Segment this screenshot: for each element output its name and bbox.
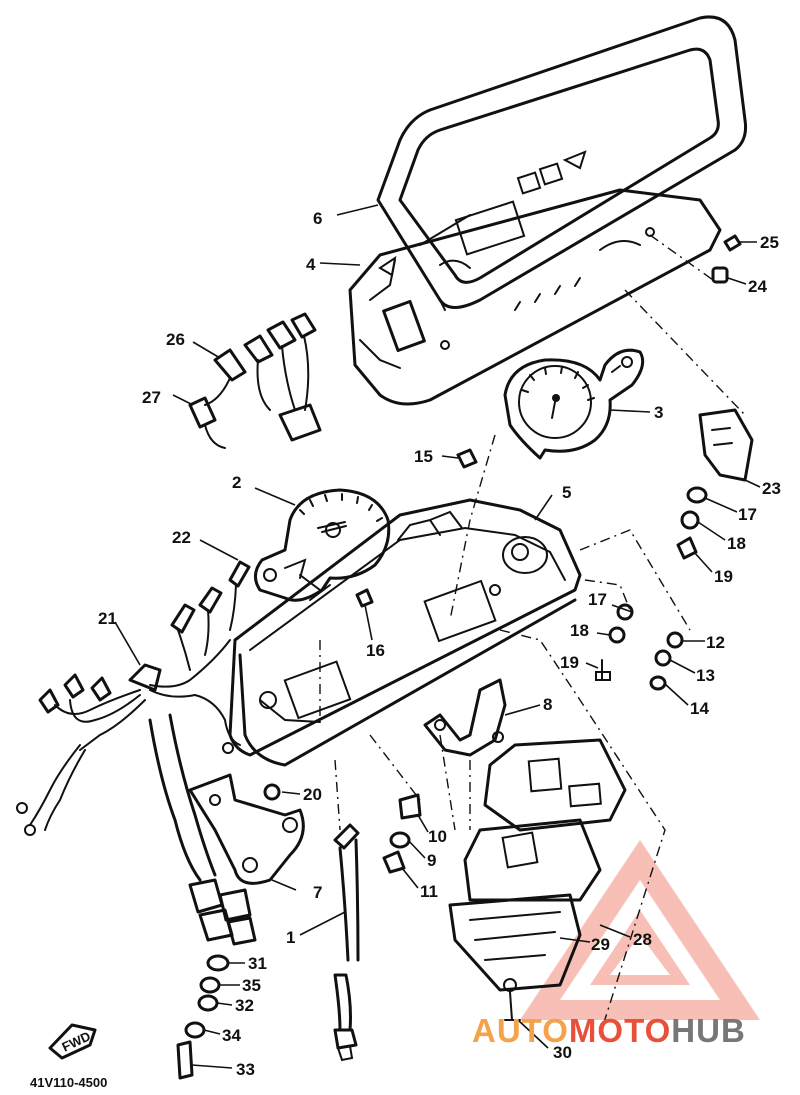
callout-7: 7 (313, 883, 322, 902)
callout-18a: 18 (727, 534, 746, 553)
meter-case-lower-part-5 (228, 498, 582, 767)
callout-24: 24 (748, 277, 767, 296)
callout-19a: 19 (714, 567, 733, 586)
callout-12: 12 (706, 633, 725, 652)
callout-25: 25 (760, 233, 779, 252)
meter-case-upper-part-4 (348, 150, 722, 406)
callout-20: 20 (303, 785, 322, 804)
gauge-part-2 (254, 488, 391, 602)
bracket-part-7 (188, 773, 305, 885)
watermark-part-auto: AUTO (472, 1012, 569, 1049)
fwd-direction-arrow: FWD (48, 1023, 97, 1060)
wire-harness-part-21 (16, 560, 251, 836)
leader-lines (114, 204, 761, 1069)
callout-3: 3 (654, 403, 663, 422)
main-harness (148, 713, 257, 946)
indicator-assembly (448, 738, 627, 1021)
diagram-code: 41V110-4500 (30, 1075, 107, 1090)
callout-8: 8 (543, 695, 552, 714)
callout-23: 23 (762, 479, 781, 498)
callout-labels: 1 2 3 4 5 6 7 8 9 10 11 12 13 14 15 16 1… (98, 209, 781, 1079)
fasteners (176, 234, 754, 1080)
callout-19b: 19 (560, 653, 579, 672)
callout-26: 26 (166, 330, 185, 349)
gauge-part-3 (503, 348, 645, 460)
callout-18b: 18 (570, 621, 589, 640)
speedometer-cable-part-1 (333, 823, 360, 1062)
callout-22: 22 (172, 528, 191, 547)
callout-1: 1 (286, 928, 295, 947)
callout-28: 28 (633, 930, 652, 949)
callout-4: 4 (306, 255, 316, 274)
callout-31: 31 (248, 954, 267, 973)
callout-11: 11 (420, 882, 438, 901)
watermark-text: AUTOMOTOHUB (472, 1012, 746, 1049)
assembly-reference-lines (319, 234, 746, 1036)
callout-29: 29 (591, 935, 610, 954)
callout-32: 32 (235, 996, 254, 1015)
callout-6: 6 (313, 209, 322, 228)
callout-9: 9 (427, 851, 436, 870)
callout-17b: 17 (588, 590, 607, 609)
callout-33: 33 (236, 1060, 255, 1079)
callout-15: 15 (414, 447, 433, 466)
meter-cover-part-6 (376, 15, 747, 311)
callout-5: 5 (562, 483, 571, 502)
callout-2: 2 (232, 473, 241, 492)
watermark-logo (520, 840, 760, 1020)
callout-35: 35 (242, 976, 261, 995)
callout-16: 16 (366, 641, 385, 660)
callout-30: 30 (553, 1043, 572, 1062)
callout-13: 13 (696, 666, 715, 685)
callout-27: 27 (142, 388, 161, 407)
watermark-part-moto: MOTO (569, 1012, 671, 1049)
svg-text:AUTOMOTOHUB: AUTOMOTOHUB (472, 1012, 746, 1049)
callout-34: 34 (222, 1026, 241, 1045)
callout-17a: 17 (738, 505, 757, 524)
watermark-part-hub: HUB (671, 1012, 746, 1049)
callout-10: 10 (428, 827, 447, 846)
stay-part-8 (423, 678, 507, 757)
callout-14: 14 (690, 699, 709, 718)
callout-21: 21 (98, 609, 117, 628)
